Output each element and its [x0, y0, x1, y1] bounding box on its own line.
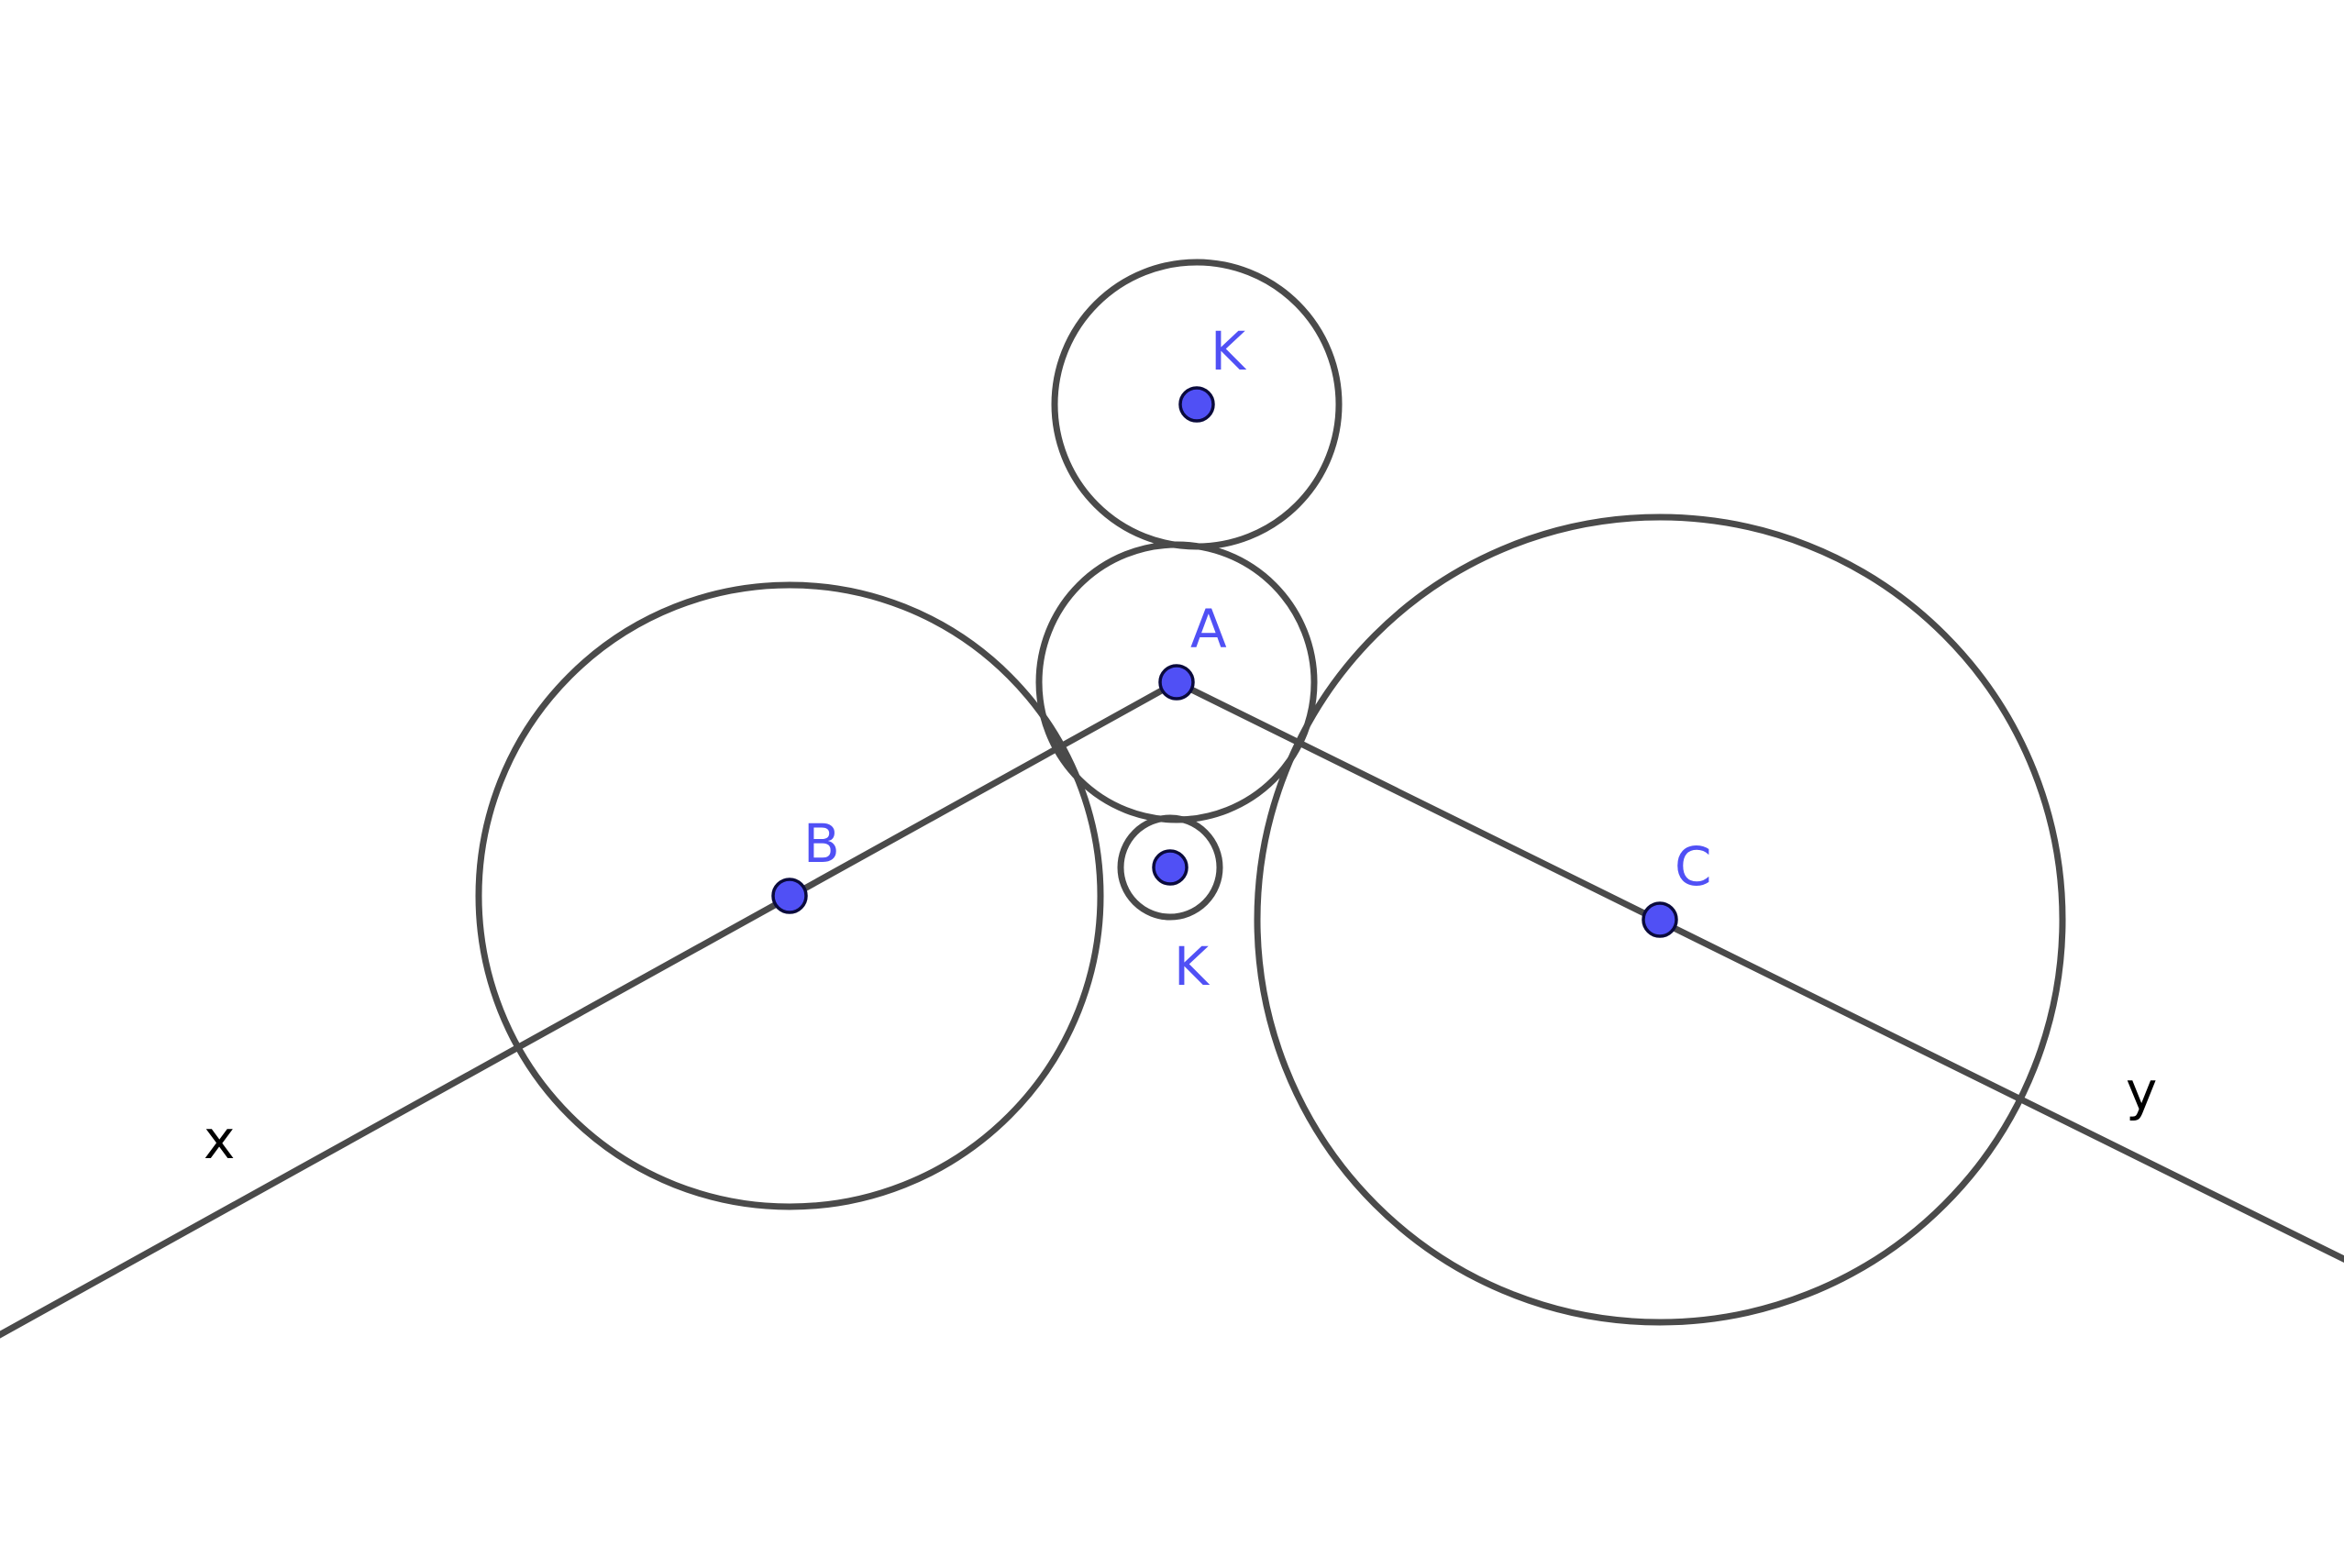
- point-K-lower[interactable]: [1152, 849, 1189, 886]
- ray-x: [0, 679, 1180, 1339]
- circle-centered-K-lower: [1117, 814, 1223, 921]
- label-point-C: C: [1675, 835, 1712, 898]
- circle-centered-K-upper: [1051, 259, 1343, 550]
- ray-y: [1173, 679, 2344, 1263]
- point-B[interactable]: [771, 878, 808, 914]
- point-A[interactable]: [1158, 664, 1195, 701]
- circle-centered-C: [1254, 513, 2066, 1326]
- label-point-A: A: [1190, 598, 1227, 660]
- label-point-K-upper: K: [1211, 320, 1247, 382]
- point-C[interactable]: [1642, 901, 1678, 938]
- label-point-K-lower: K: [1174, 935, 1211, 998]
- point-K-upper[interactable]: [1178, 386, 1215, 423]
- label-ray-x: x: [204, 1109, 235, 1171]
- circle-centered-B: [475, 581, 1104, 1210]
- label-point-B: B: [803, 812, 840, 875]
- label-ray-y: y: [2126, 1060, 2157, 1122]
